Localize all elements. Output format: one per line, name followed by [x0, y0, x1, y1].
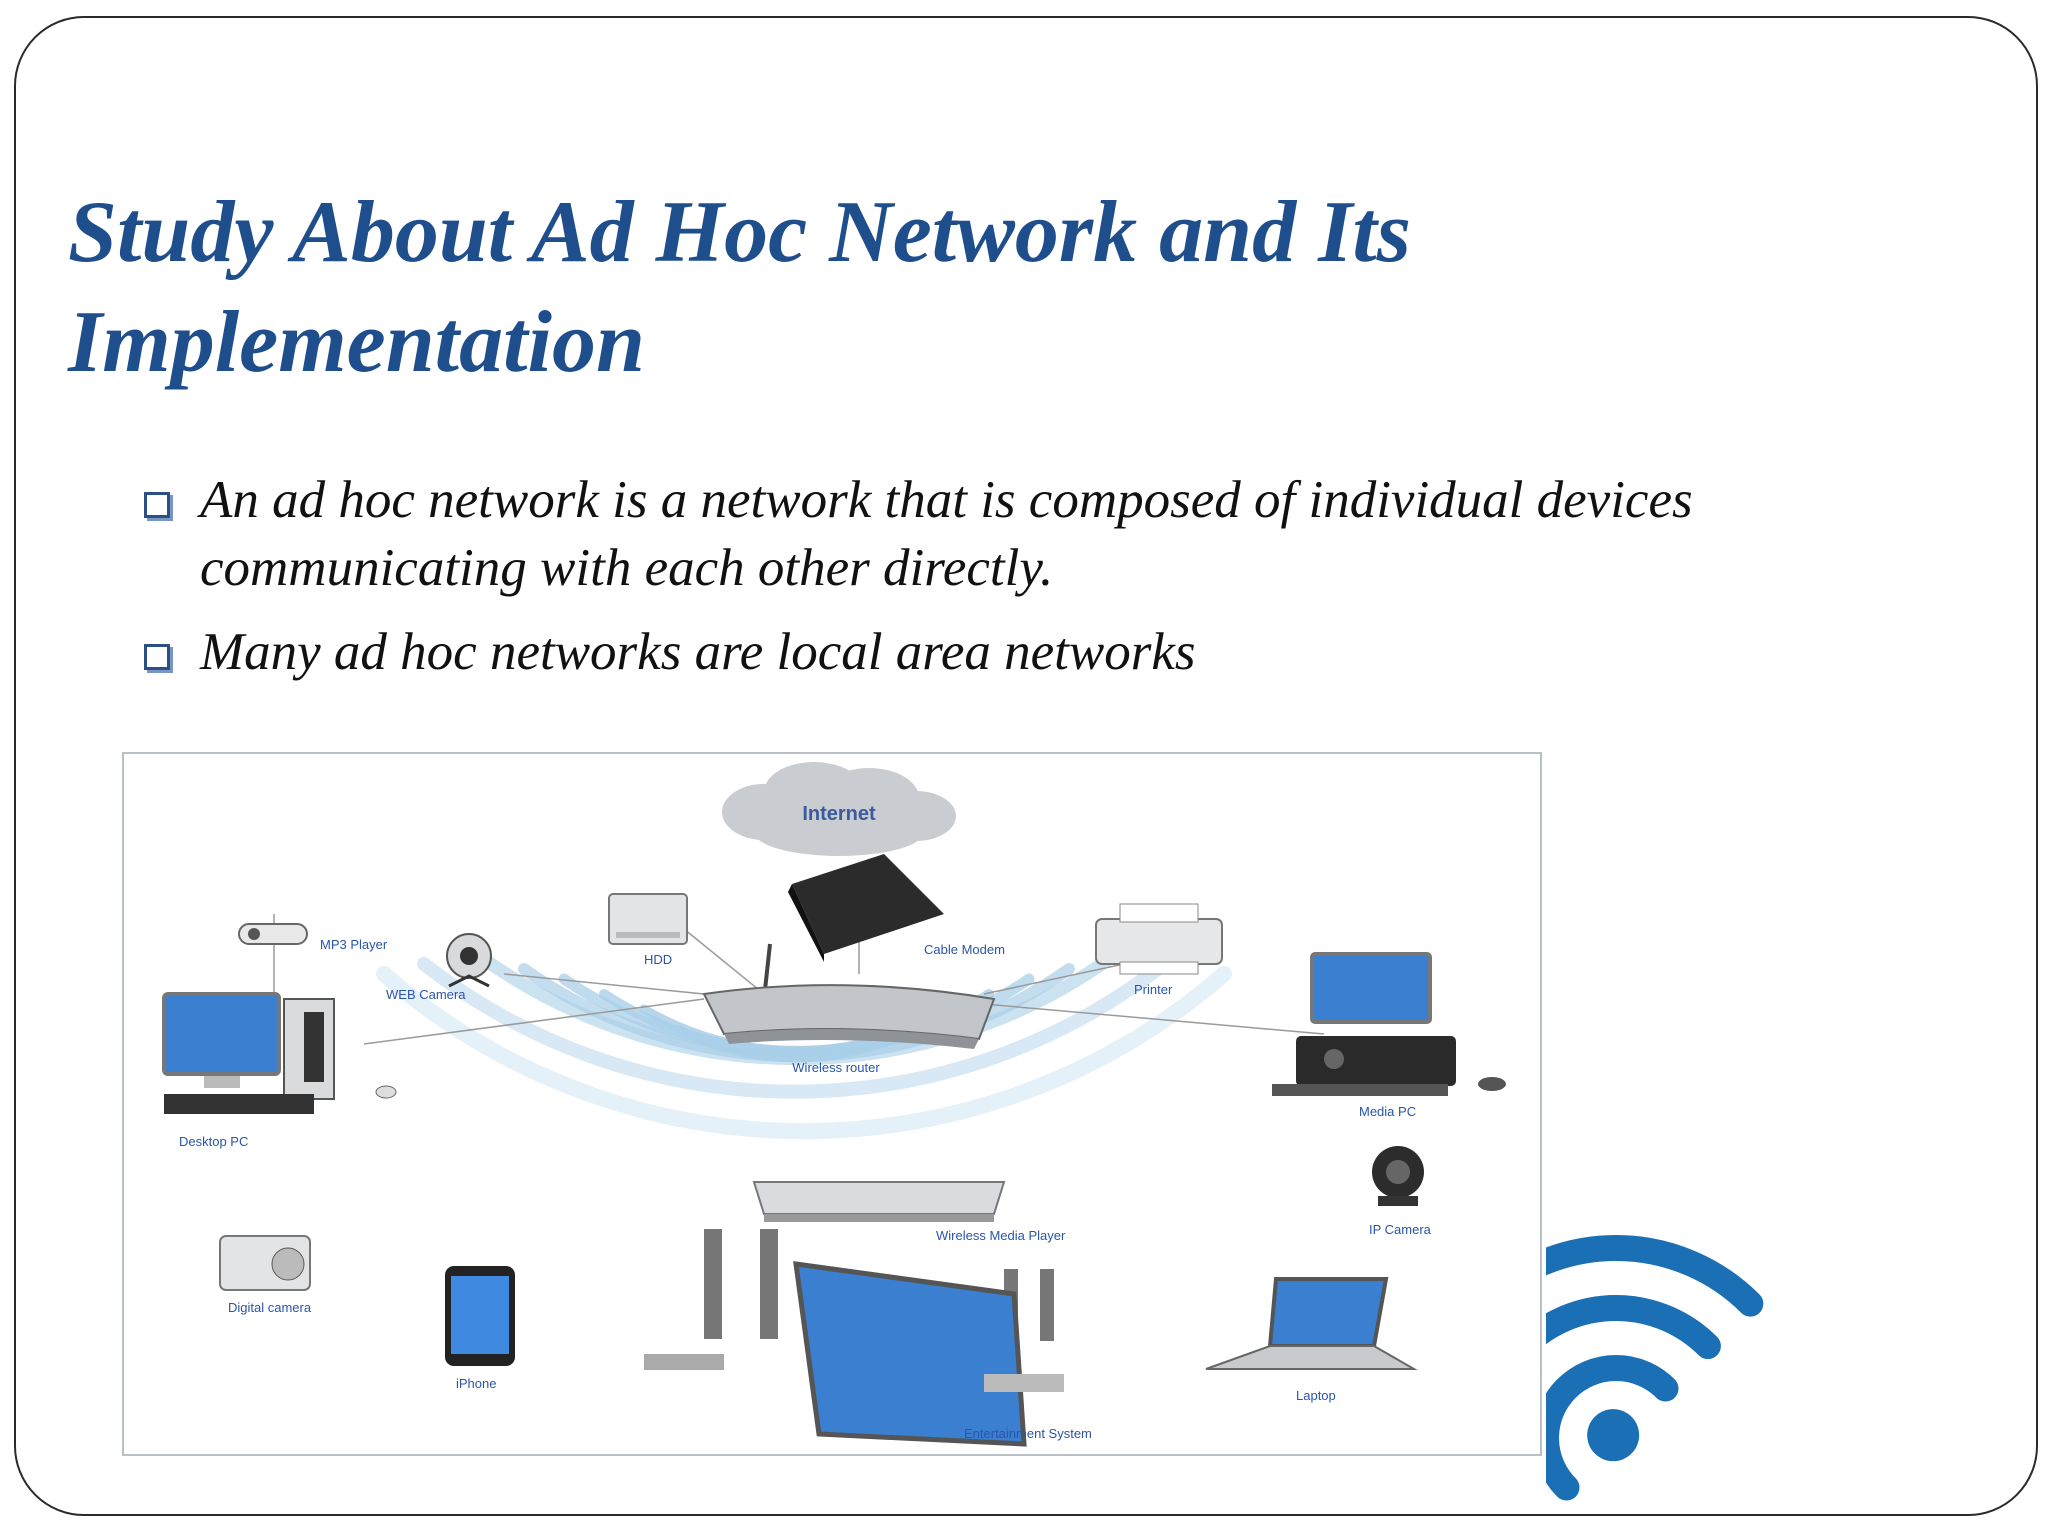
mp3-player-icon [238, 923, 308, 945]
laptop-icon [1205, 1277, 1418, 1370]
iphone-label: iPhone [456, 1376, 496, 1391]
desktop-pc-icon [162, 992, 397, 1114]
bullet-text: Many ad hoc networks are local area netw… [200, 623, 1196, 681]
web-camera-icon [446, 933, 492, 988]
entertainment-system-icon [644, 1229, 1064, 1447]
checkbox-bullet-icon [144, 644, 170, 670]
internet-label: Internet [802, 803, 876, 825]
wireless-media-player-icon [752, 1181, 1006, 1222]
bullet-item: An ad hoc network is a network that is c… [140, 466, 1920, 602]
wireless-media-player-label: Wireless Media Player [936, 1228, 1066, 1243]
hdd-icon [608, 893, 688, 945]
bullet-item: Many ad hoc networks are local area netw… [140, 618, 1920, 686]
printer-icon [1095, 903, 1223, 975]
internet-cloud-icon: Internet [722, 762, 956, 856]
bullet-text: An ad hoc network is a network that is c… [200, 471, 1693, 597]
wireless-router-icon [702, 943, 996, 1049]
media-pc-icon [1272, 952, 1506, 1096]
ip-camera-label: IP Camera [1369, 1222, 1432, 1237]
desktop-pc-label: Desktop PC [179, 1134, 248, 1149]
hdd-label: HDD [644, 952, 672, 967]
entertainment-system-label: Entertainment System [964, 1426, 1092, 1441]
cable-modem-icon [788, 854, 944, 962]
laptop-label: Laptop [1296, 1388, 1336, 1403]
network-diagram: Internet MP3 Player WEB Camera HDD [122, 752, 1542, 1456]
network-diagram-svg: Internet MP3 Player WEB Camera HDD [162, 762, 1506, 1447]
media-pc-label: Media PC [1359, 1104, 1416, 1119]
ip-camera-icon [1372, 1146, 1424, 1206]
slide-title: Study About Ad Hoc Network and Its Imple… [68, 184, 1412, 391]
printer-label: Printer [1134, 982, 1173, 997]
checkbox-bullet-icon [144, 492, 170, 518]
bullet-list: An ad hoc network is a network that is c… [140, 466, 1920, 702]
wifi-symbol-icon [1546, 1235, 1764, 1508]
slide: Study About Ad Hoc Network and Its Imple… [14, 16, 2038, 1516]
cable-modem-label: Cable Modem [924, 942, 1005, 957]
mp3-player-label: MP3 Player [320, 937, 388, 952]
web-camera-label: WEB Camera [386, 987, 466, 1002]
wifi-waves [376, 952, 1232, 1140]
digital-camera-label: Digital camera [228, 1300, 312, 1315]
wireless-router-label: Wireless router [792, 1060, 880, 1075]
iphone-icon [445, 1266, 515, 1366]
digital-camera-icon [219, 1235, 311, 1291]
